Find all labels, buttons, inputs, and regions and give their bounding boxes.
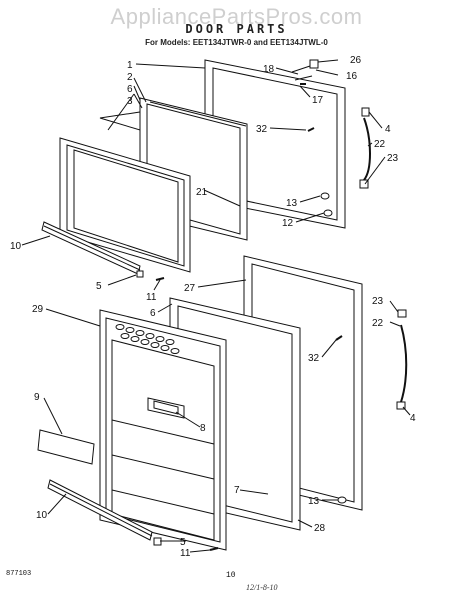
callout-11b: 11 [180, 548, 191, 559]
callout-17: 17 [312, 95, 324, 106]
freezer-door-liner [59, 111, 191, 273]
screw-top [155, 277, 165, 281]
cap-top [136, 270, 144, 278]
screw-bottom [209, 547, 219, 551]
callouts: 1 2 6 3 18 26 16 17 32 4 22 23 21 13 12 … [10, 55, 416, 559]
callout-26: 26 [350, 55, 362, 66]
fresh-food-door-handle [400, 324, 408, 403]
callout-22b: 22 [372, 318, 384, 329]
callout-29: 29 [32, 304, 44, 315]
callout-4: 4 [385, 124, 391, 135]
callout-6: 6 [127, 84, 133, 95]
callout-5b: 5 [180, 537, 186, 548]
callout-27: 27 [184, 283, 196, 294]
callout-23b: 23 [372, 296, 384, 307]
screw-32-top [307, 127, 315, 132]
callout-1: 1 [127, 60, 133, 71]
callout-22: 22 [374, 139, 386, 150]
callout-18: 18 [263, 64, 275, 75]
models-subtitle: For Models: EET134JTWR-0 and EET134JTWL-… [145, 38, 328, 47]
page-number: 10 [226, 571, 236, 580]
callout-2: 2 [127, 72, 133, 83]
screw-32-bottom [335, 335, 343, 341]
callout-28: 28 [314, 523, 326, 534]
cap-bottom [153, 537, 162, 546]
callout-6b: 6 [150, 308, 156, 319]
handle-cap-4 [396, 401, 406, 410]
footer-code: 877103 [6, 570, 32, 578]
callout-11: 11 [146, 292, 157, 303]
callout-3: 3 [127, 96, 133, 107]
callout-32b: 32 [308, 353, 320, 364]
callout-32: 32 [256, 124, 268, 135]
fresh-food-shelf-bar [47, 479, 153, 541]
callout-10: 10 [10, 241, 22, 252]
callout-4b: 4 [410, 413, 416, 424]
diagram-title: DOOR PARTS [185, 22, 288, 36]
callout-7: 7 [234, 485, 240, 496]
callout-9: 9 [34, 392, 40, 403]
handwritten-note: 12/1-8-10 [246, 583, 278, 592]
hinge-cap-23 [397, 309, 407, 318]
callout-8: 8 [200, 423, 206, 434]
washer-12 [323, 209, 333, 217]
washer-13-bottom [337, 496, 347, 504]
watermark: AppliancePartsPros.com [110, 4, 363, 29]
callout-10b: 10 [36, 510, 48, 521]
callout-23: 23 [387, 153, 399, 164]
washer-13-top [320, 192, 330, 200]
callout-12: 12 [282, 218, 294, 229]
top-hinge-assembly [291, 59, 319, 85]
dairy-compartment-door [37, 429, 95, 465]
freezer-door-handle [359, 107, 371, 189]
callout-5: 5 [96, 281, 102, 292]
callout-13b: 13 [308, 496, 320, 507]
callout-21: 21 [196, 187, 208, 198]
leader-lines [21, 59, 411, 553]
callout-13: 13 [286, 198, 298, 209]
fresh-food-door-liner [99, 309, 227, 551]
callout-16: 16 [346, 71, 358, 82]
